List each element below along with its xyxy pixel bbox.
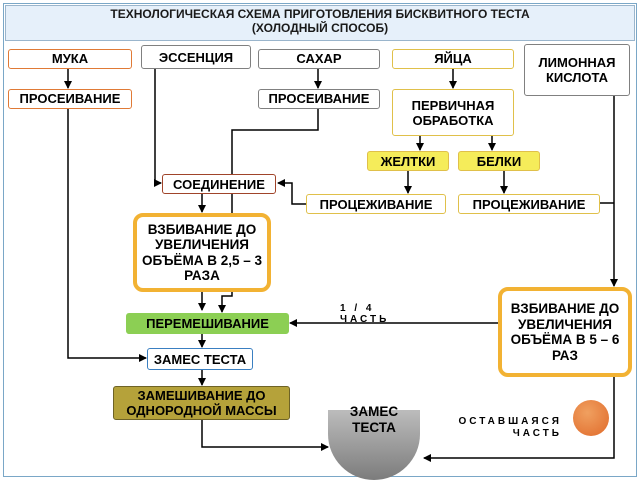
edge-zameshiv-bowl: [201, 420, 329, 451]
node-procezh-2: ПРОЦЕЖИВАНИЕ: [458, 194, 600, 214]
node-zameshiv: ЗАМЕШИВАНИЕ ДО ОДНОРОДНОЙ МАССЫ: [113, 386, 290, 420]
edge-essence-soedinenie: [154, 68, 162, 187]
node-yaitsa: ЯЙЦА: [392, 49, 514, 69]
node-peremesh: ПЕРЕМЕШИВАНИЕ: [126, 313, 289, 334]
edge-procezh-soedinenie: [277, 179, 306, 205]
edge-proseiv-zames: [67, 109, 147, 362]
decorative-circle-icon: [573, 400, 609, 436]
node-zames-1: ЗАМЕС ТЕСТА: [147, 348, 253, 370]
edge-remaining-bowl: [423, 377, 615, 462]
title-bar: [5, 5, 635, 41]
node-muka: МУКА: [8, 49, 132, 69]
node-sahar: САХАР: [258, 49, 380, 69]
node-zames-2: ЗАМЕС ТЕСТА: [349, 404, 399, 435]
node-limon: ЛИМОННАЯ КИСЛОТА: [524, 44, 630, 96]
node-vzbiv-2: ВЗБИВАНИЕ ДО УВЕЛИЧЕНИЯ ОБЪЁМА В 5 – 6 Р…: [498, 287, 632, 377]
diagram-title: ТЕХНОЛОГИЧЕСКАЯ СХЕМА ПРИГОТОВЛЕНИЯ БИСК…: [5, 7, 635, 35]
node-procezh-1: ПРОЦЕЖИВАНИЕ: [306, 194, 446, 214]
node-zheltki: ЖЕЛТКИ: [367, 151, 449, 171]
title-line-1: ТЕХНОЛОГИЧЕСКАЯ СХЕМА ПРИГОТОВЛЕНИЯ БИСК…: [110, 7, 530, 21]
annot-quarter: 1 / 4 ЧАСТЬ: [340, 303, 390, 325]
node-belki: БЕЛКИ: [458, 151, 540, 171]
node-proseiv-1: ПРОСЕИВАНИЕ: [8, 89, 132, 109]
node-soedinenie: СОЕДИНЕНИЕ: [162, 174, 276, 194]
annot-remaining: ОСТАВШАЯСЯ ЧАСТЬ: [458, 416, 562, 439]
diagram-frame: [3, 3, 637, 477]
title-line-2: (ХОЛОДНЫЙ СПОСОБ): [251, 21, 389, 35]
node-vzbiv-1: ВЗБИВАНИЕ ДО УВЕЛИЧЕНИЯ ОБЪЁМА В 2,5 – 3…: [133, 213, 271, 292]
node-pervichnaya: ПЕРВИЧНАЯ ОБРАБОТКА: [392, 89, 514, 136]
node-proseiv-2: ПРОСЕИВАНИЕ: [258, 89, 380, 109]
node-essence: ЭССЕНЦИЯ: [141, 45, 251, 69]
